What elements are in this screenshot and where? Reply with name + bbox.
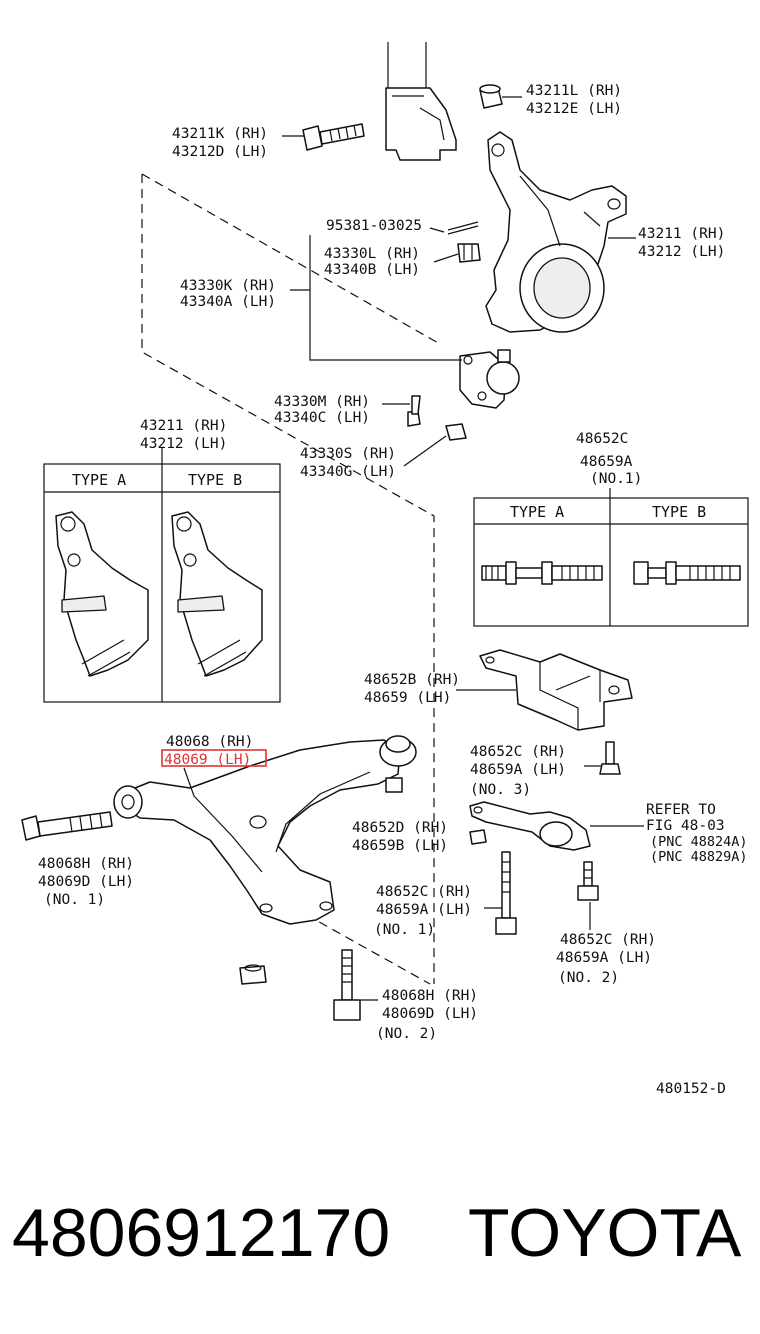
label-no2-b[interactable]: (NO. 2) (376, 1026, 437, 1042)
type-box-left (43, 448, 281, 703)
nut-48652d-icon (469, 829, 487, 845)
bolt-48068h-no1-icon (21, 811, 113, 841)
label-48652c-rh-a[interactable]: 48652C (RH) (470, 744, 566, 760)
nut-43330s-icon (445, 423, 467, 441)
nut-43211l-icon (479, 84, 503, 109)
label-48659a-top[interactable]: 48659A (580, 454, 633, 470)
bolt-43330m-icon (407, 395, 421, 427)
part-labels: 43211L (RH) 43212E (LH) 43211K (RH) 4321… (38, 83, 748, 1097)
bolt-48652c-no1-icon (495, 851, 517, 935)
nut-lower-icon (239, 964, 267, 985)
label-no1-a[interactable]: (NO. 1) (44, 892, 105, 908)
label-48652c-rh-b[interactable]: 48652C (RH) (376, 884, 472, 900)
brand-name: TOYOTA (468, 1195, 742, 1271)
label-48659a-lh-b[interactable]: 48659A (LH) (376, 902, 472, 918)
ball-joint-icon (459, 349, 520, 409)
type-a-left-header: TYPE A (72, 471, 126, 489)
label-43211k-rh[interactable]: 43211K (RH) (172, 126, 268, 142)
lower-control-arm-icon (113, 735, 417, 925)
label-43330s-rh[interactable]: 43330S (RH) (300, 446, 396, 462)
type-a-right-header: TYPE A (510, 503, 564, 521)
label-43211-rh-top[interactable]: 43211 (RH) (638, 226, 725, 242)
label-43212-lh-top[interactable]: 43212 (LH) (638, 244, 725, 260)
refer-line3[interactable]: (PNC 48824A) (650, 834, 748, 850)
label-43330m-rh[interactable]: 43330M (RH) (274, 394, 370, 410)
label-no1-top[interactable]: (NO.1) (590, 471, 642, 487)
label-43212e-lh[interactable]: 43212E (LH) (526, 101, 622, 117)
label-43212d-lh[interactable]: 43212D (LH) (172, 144, 268, 160)
label-48652b-rh[interactable]: 48652B (RH) (364, 672, 460, 688)
cotter-pin-icon (447, 221, 479, 235)
type-b-left-header: TYPE B (188, 471, 242, 489)
label-43340c-lh[interactable]: 43340C (LH) (274, 410, 370, 426)
label-no2-a[interactable]: (NO. 2) (558, 970, 619, 986)
type-box-right (473, 488, 749, 627)
label-48069d-lh-b[interactable]: 48069D (LH) (382, 1006, 478, 1022)
bolt-48652c-no3-icon (599, 741, 621, 775)
label-48652c-rh-c[interactable]: 48652C (RH) (560, 932, 656, 948)
label-no1-b[interactable]: (NO. 1) (374, 922, 435, 938)
label-48068h-rh-b[interactable]: 48068H (RH) (382, 988, 478, 1004)
castle-nut-icon (457, 243, 481, 263)
label-95381[interactable]: 95381-03025 (326, 218, 422, 234)
strut-assembly (385, 42, 457, 161)
label-43212-lh-box[interactable]: 43212 (LH) (140, 436, 227, 452)
label-48068h-rh-a[interactable]: 48068H (RH) (38, 856, 134, 872)
bracket-refer-icon (469, 801, 591, 851)
diagram-code: 480152-D (656, 1081, 726, 1097)
label-43340g-lh[interactable]: 43340G (LH) (300, 464, 396, 480)
label-48652c-top[interactable]: 48652C (576, 431, 628, 447)
bolt-48652c-no2-icon (577, 861, 599, 901)
bolt-48068h-no2-icon (333, 949, 361, 1021)
label-43330k-rh[interactable]: 43330K (RH) (180, 278, 276, 294)
label-48652d-rh[interactable]: 48652D (RH) (352, 820, 448, 836)
label-no3[interactable]: (NO. 3) (470, 782, 531, 798)
label-43340a-lh[interactable]: 43340A (LH) (180, 294, 276, 310)
label-43340b-lh[interactable]: 43340B (LH) (324, 262, 420, 278)
label-48659a-lh-a[interactable]: 48659A (LH) (470, 762, 566, 778)
refer-line1[interactable]: REFER TO (646, 802, 716, 818)
steering-knuckle-icon (485, 131, 627, 333)
label-48068-rh[interactable]: 48068 (RH) (166, 734, 253, 750)
label-48659a-lh-c[interactable]: 48659A (LH) (556, 950, 652, 966)
label-48069-lh-highlight[interactable]: 48069 (LH) (164, 752, 251, 768)
label-48069d-lh-a[interactable]: 48069D (LH) (38, 874, 134, 890)
bolt-43211k-icon (302, 123, 365, 151)
bracket-48652b-icon (479, 649, 633, 731)
highlight-box (161, 749, 267, 767)
label-43211l-rh[interactable]: 43211L (RH) (526, 83, 622, 99)
label-43330l-rh[interactable]: 43330L (RH) (324, 246, 420, 262)
type-b-right-header: TYPE B (652, 503, 706, 521)
label-48659-lh[interactable]: 48659 (LH) (364, 690, 451, 706)
label-48659b-lh[interactable]: 48659B (LH) (352, 838, 448, 854)
label-43211-rh-box[interactable]: 43211 (RH) (140, 418, 227, 434)
refer-line2[interactable]: FIG 48-03 (646, 818, 725, 834)
part-number: 4806912170 (12, 1195, 390, 1271)
refer-line4[interactable]: (PNC 48829A) (650, 849, 748, 865)
